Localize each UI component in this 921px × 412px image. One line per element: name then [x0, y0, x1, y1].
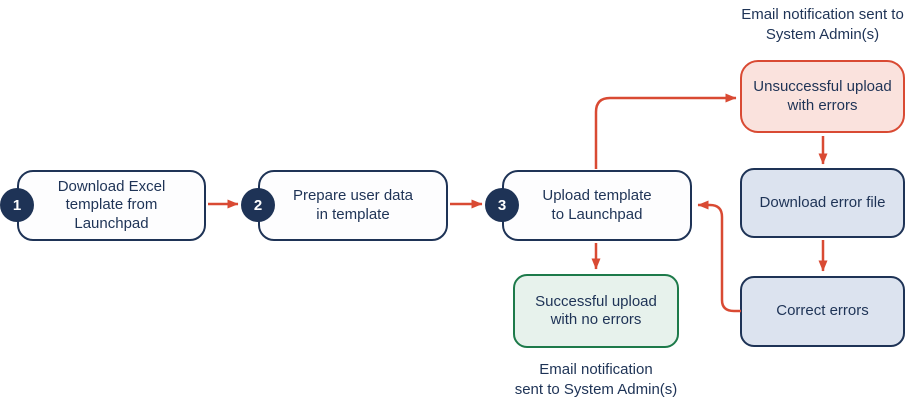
node-successful-upload: Successful upload with no errors — [513, 274, 679, 348]
step-number-badge-2: 2 — [241, 188, 275, 222]
arrow-step3-to-unsuccessful — [594, 93, 737, 169]
node-upload-template: Upload template to Launchpad — [502, 170, 692, 241]
node-prepare-user-data: Prepare user data in template — [258, 170, 448, 241]
node-unsuccessful-upload: Unsuccessful upload with errors — [740, 60, 905, 133]
email-notification-note-top: Email notification sent to System Admin(… — [741, 6, 904, 43]
node-correct-errors: Correct errors — [740, 276, 905, 347]
node-download-excel-template: Download Excel template from Launchpad — [17, 170, 206, 241]
step-number-badge-1: 1 — [0, 188, 34, 222]
arrow-correct-errors-to-step3 — [697, 200, 741, 313]
node-download-error-file: Download error file — [740, 168, 905, 238]
step-number-badge-3: 3 — [485, 188, 519, 222]
email-notification-note-bottom: Email notification sent to System Admin(… — [514, 361, 678, 398]
